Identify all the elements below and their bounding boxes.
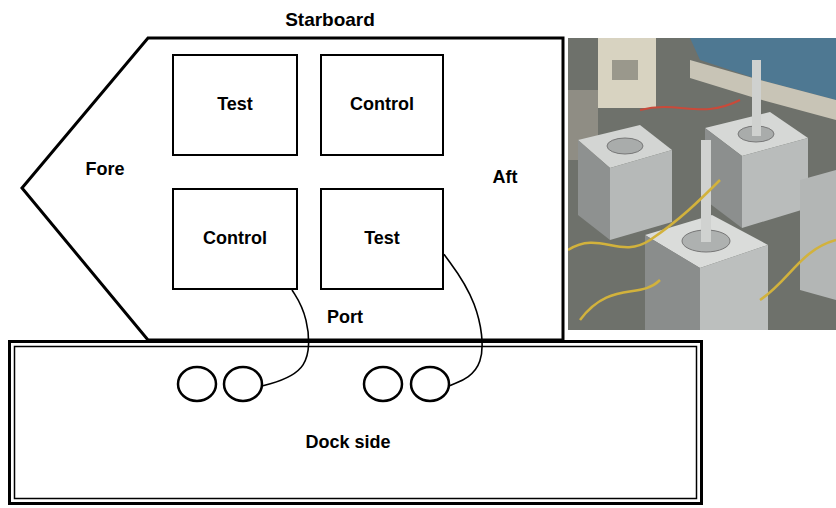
region-label: Aft [493,167,518,187]
label-holder: Test [364,228,400,250]
cable-reel [178,367,216,401]
tank-front [800,170,836,300]
label-holder: Test [217,94,253,116]
tank-box: Control [320,54,444,156]
region-label: Starboard [285,9,375,30]
box-label: Control [203,228,267,248]
sampling-pipe [752,60,761,136]
hose [580,280,660,320]
cable-reel [364,367,402,401]
tank-box: Control [172,188,298,290]
label-holder: Dock side [305,432,390,454]
hull-line [22,38,563,340]
winch-housing [598,38,656,108]
label-holder: Aft [493,167,518,189]
dock-area: Dock side [8,340,703,505]
deck-photo [568,38,836,330]
region-label: Dock side [305,432,390,452]
tank-front [700,245,768,330]
tank-lid [607,138,643,154]
cable-line [444,254,482,386]
region-label: Port [327,307,363,327]
label-holder: Starboard [285,9,375,32]
region-label: Fore [85,159,124,179]
tank-box: Test [320,188,444,290]
bulwark [690,60,836,120]
box-label: Test [217,94,253,114]
cable-line [262,290,309,386]
hose [760,240,836,300]
label-holder: Port [327,307,363,329]
dock-outer-border [10,342,702,504]
box-label: Test [364,228,400,248]
hose [568,180,720,250]
label-holder: Control [350,94,414,116]
cable-reel [224,367,262,401]
tank-side [578,140,610,240]
label-holder: Fore [85,159,124,181]
tank-box: Test [172,54,298,156]
deck-surface [568,38,836,330]
vessel-outline: StarboardForeAftPortTestControlControlTe… [20,5,565,342]
box-label: Control [350,94,414,114]
hose [640,100,740,110]
tank-front [610,150,672,240]
label-holder: Control [203,228,267,250]
tank-front [742,138,808,228]
dock-outline [8,340,703,505]
cable-reel [411,367,449,401]
winch-panel [612,60,638,80]
dock-inner-border [15,347,697,499]
